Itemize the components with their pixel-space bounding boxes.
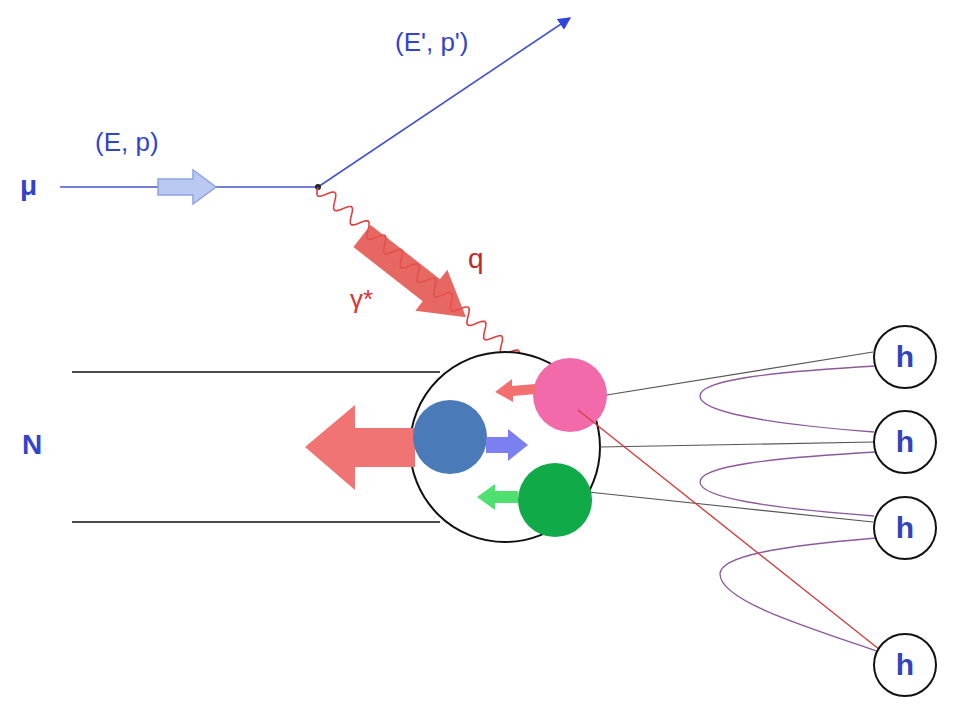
hadron-label: h (896, 650, 914, 680)
hadron-label: h (896, 342, 914, 372)
text-label: N (22, 430, 42, 461)
photon-arrow (346, 216, 482, 338)
struck-quark-line (578, 410, 880, 650)
quark-arrow (495, 379, 536, 402)
text-label: γ* (350, 285, 373, 314)
string-loop (700, 366, 876, 432)
quark-arrow (477, 484, 518, 510)
hadron-label: h (896, 513, 914, 543)
text-label: (E, p) (95, 128, 159, 157)
text-label: μ (20, 171, 37, 202)
nucleon-arrow (305, 405, 415, 490)
string-loop (720, 538, 880, 652)
text-label: (E', p') (395, 28, 469, 57)
quark-arrow (486, 429, 528, 461)
quark-green (518, 463, 592, 537)
nucleon-line (72, 371, 440, 373)
string-loop (700, 452, 876, 516)
hadron-circle: h (873, 496, 937, 560)
string-line (588, 352, 873, 398)
nucleon-line (72, 521, 440, 523)
hadron-circle: h (873, 410, 937, 474)
hadron-label: h (896, 427, 914, 457)
quark-pink (533, 358, 607, 432)
text-label: q (468, 244, 484, 275)
quark-blue (413, 400, 487, 474)
string-line (588, 492, 873, 522)
hadron-circle: h (873, 325, 937, 389)
scattered-muon-line (318, 18, 570, 187)
momentum-arrow (158, 170, 216, 204)
hadron-circle: h (873, 633, 937, 697)
string-line (600, 442, 873, 447)
